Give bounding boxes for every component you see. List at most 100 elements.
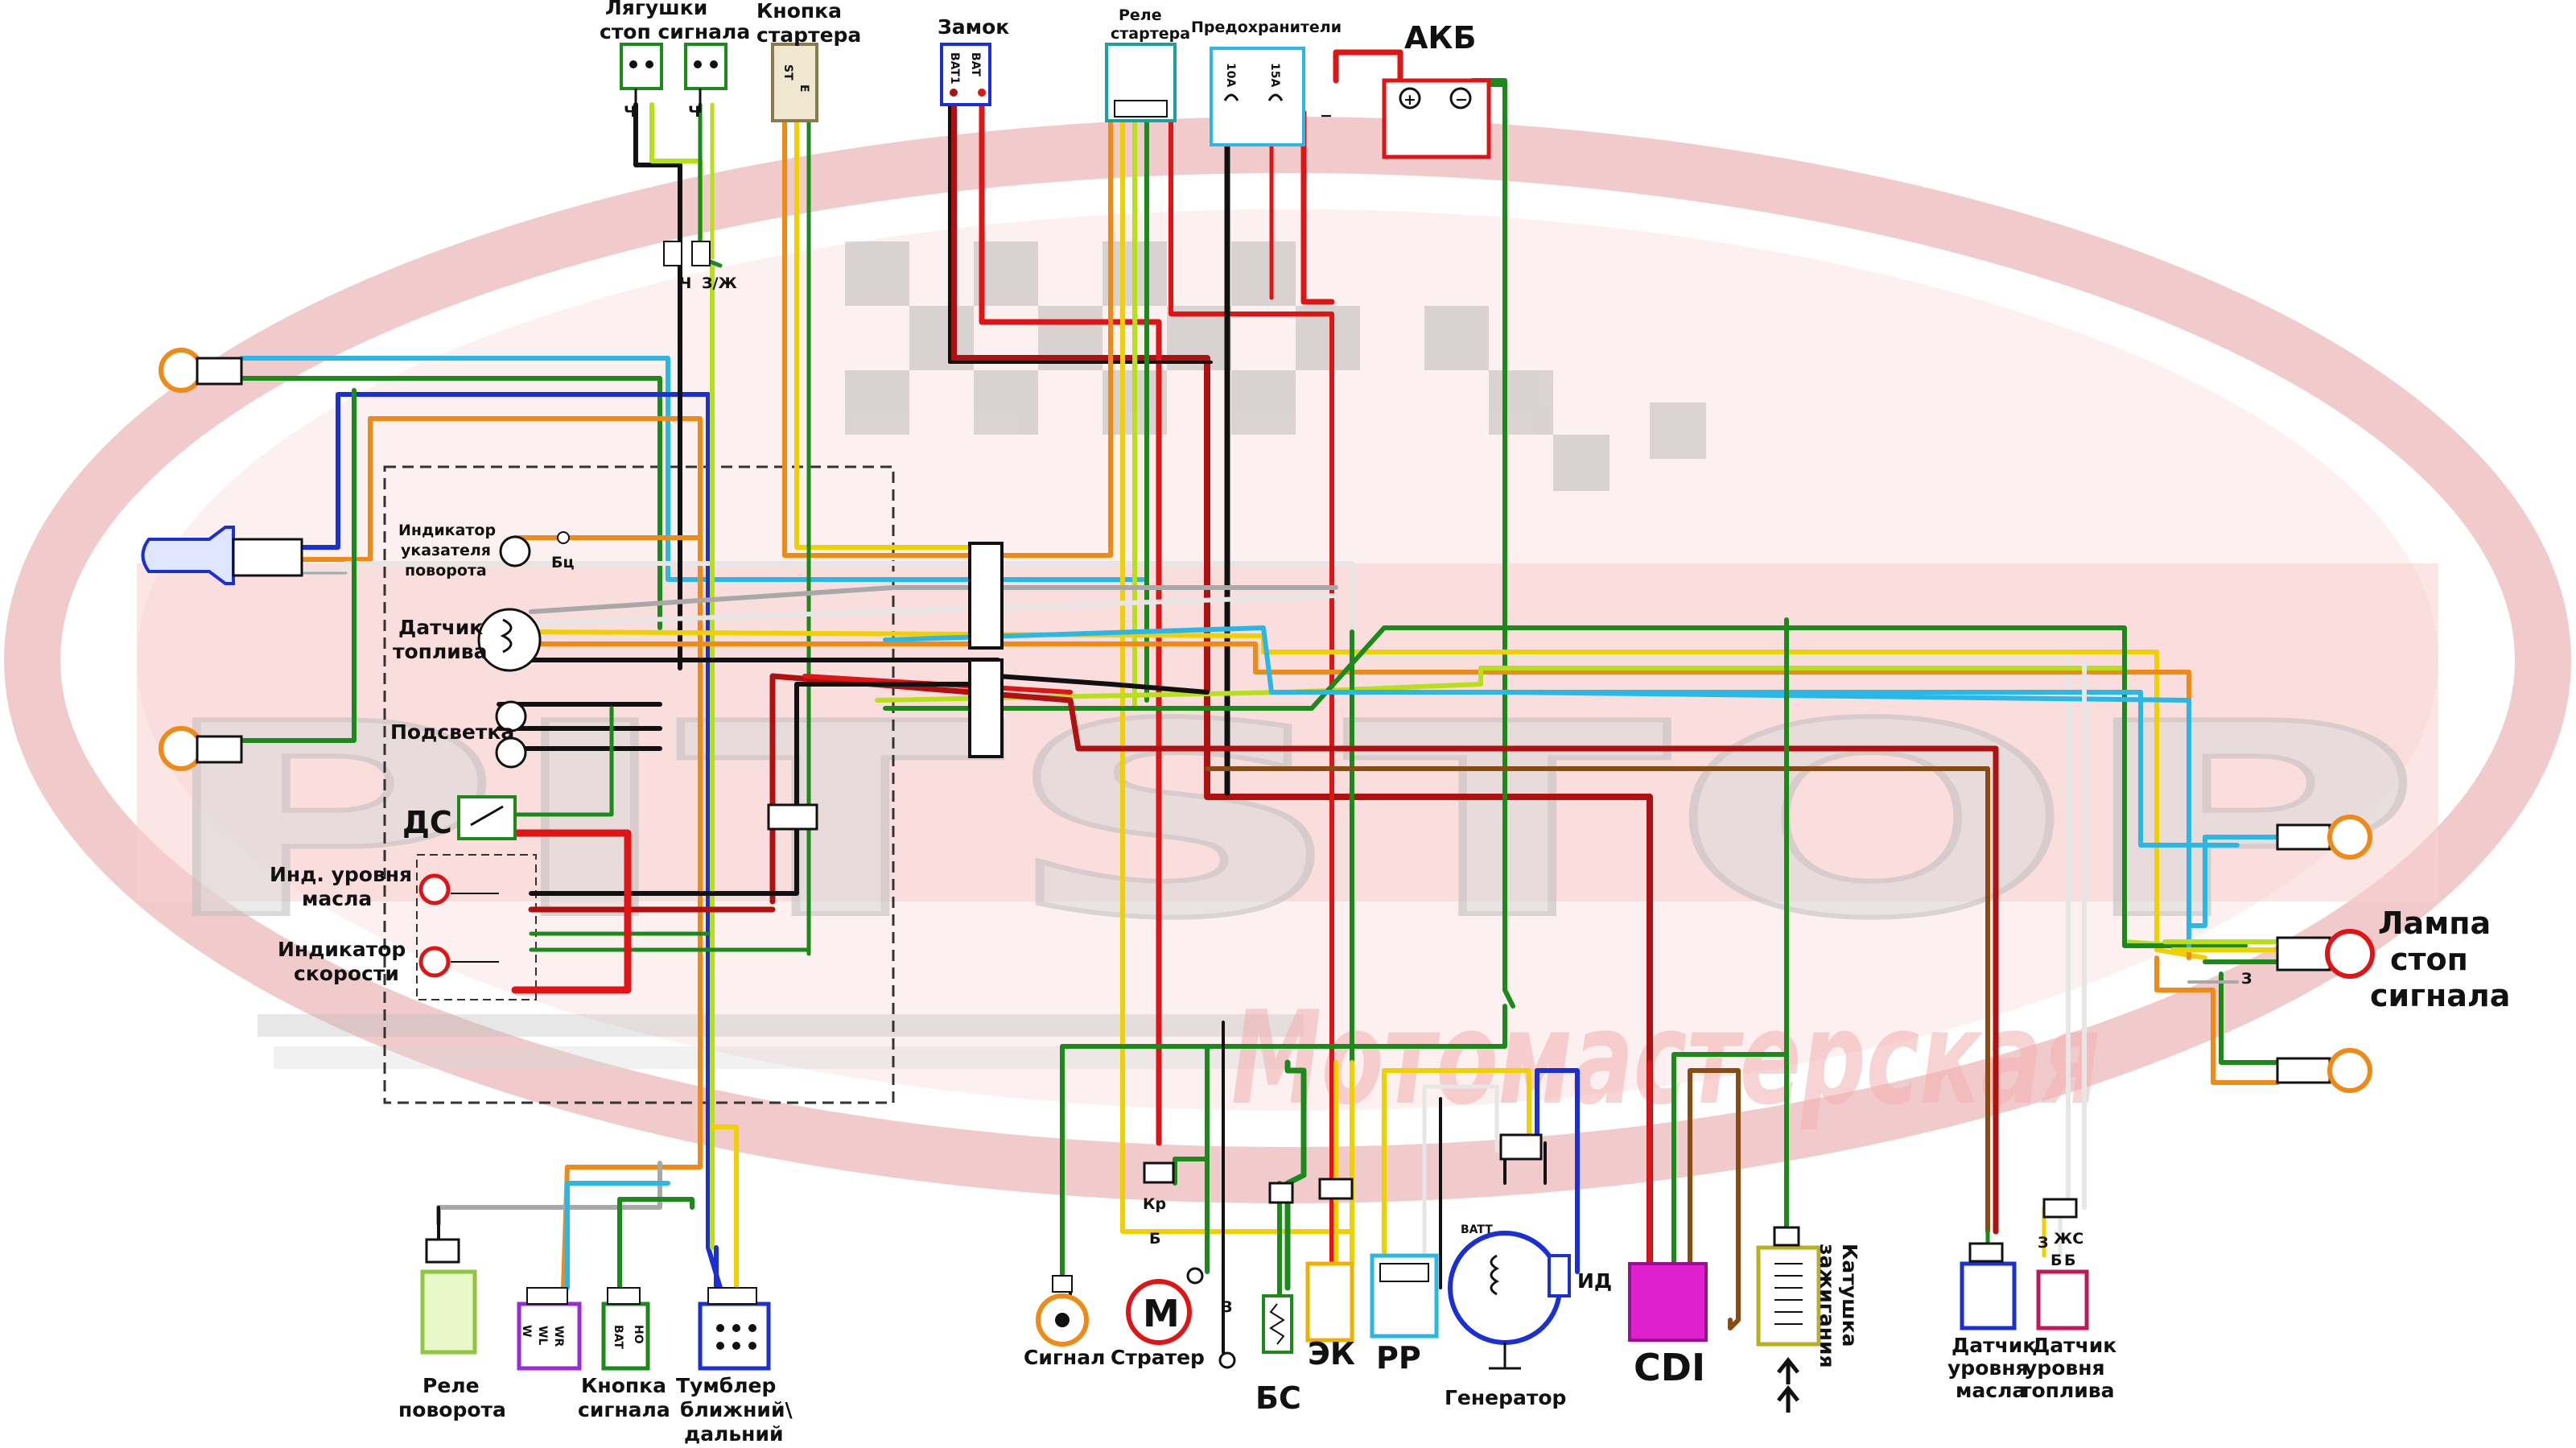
b-label: Б [1149,1230,1160,1248]
watermark-title: PITSTOP [153,667,2422,976]
starter-st-label: ST [781,64,794,80]
beam-switch-label-1: Тумблер [676,1374,776,1397]
ho-label: HO [632,1325,645,1344]
starter-label: Стратер [1111,1346,1205,1369]
fuel-level-sensor: З ЖС Б Б [2036,1198,2089,1330]
headlight [141,526,303,585]
horn-button-left: W WL WR [517,1287,582,1371]
stop-switch-ch2-label: Ч [688,103,700,121]
starter-m-label: M [1143,1292,1180,1335]
wr-label: WR [552,1326,565,1347]
turn-indicator-label-2: указателя [401,542,491,559]
stop-switch-ch-label: Ч [624,103,636,121]
bat2-label: BAT [612,1325,624,1349]
beam-switch-label-2: ближний\ [680,1398,793,1421]
wire-ch-label: Ч [679,274,691,292]
rr-label: РР [1376,1340,1421,1376]
battery-plus: + [1403,91,1416,109]
fuel-gauge [477,608,542,672]
ignition-coil-label-1: Катушка [1838,1244,1861,1347]
lock-label: Замок [938,15,1009,39]
turn-relay-label-2: поворота [398,1398,506,1421]
fuel-sensor-label-1: Датчик [2032,1334,2116,1357]
bs-label: БС [1255,1380,1301,1416]
b1-label: Б [2050,1252,2062,1269]
batt-label: BATT [1461,1223,1493,1236]
turn-indicator-lamp: Бц [499,531,575,571]
watermark-subtitle: Мотомастерская [1231,983,2100,1133]
oil-indicator-label-2: масла [302,887,372,910]
turn-relay [420,1238,477,1355]
starter-relay-label-2: стартера [1111,25,1190,43]
stop-switches-label-2: стоп сигнала [600,20,750,43]
backlight-lamps [495,700,527,769]
brake-lamp-label-2: стоп [2390,942,2468,977]
lock-bat-label: BAT [969,52,982,76]
lock-bat1-label: BAT1 [948,52,961,85]
stop-switches-label-1: Лягушки [605,0,707,19]
speed-indicator-label-1: Индикатор [278,938,406,961]
generator-label: Генератор [1445,1386,1566,1409]
starter-relay-top [1105,43,1177,122]
starter-button-top: ST E [771,43,818,122]
bs-switch: З [1218,1182,1294,1369]
rear-left-turn-light [159,726,243,771]
starter-e-label: E [798,85,810,93]
oil-sensor-label-1: Датчик [1952,1334,2036,1357]
brake-lamp-label-1: Лампа [2378,906,2491,941]
rr-regulator [1370,1253,1439,1339]
bc-label: Бц [551,554,575,571]
cdi-label: CDI [1634,1346,1705,1389]
kr-label: Кр [1143,1195,1166,1213]
ek-unit [1305,1178,1354,1343]
z-right-label: З [2038,1234,2049,1252]
horn-button-label-2: сигнала [578,1398,670,1421]
battery: + − АКБ [1382,20,1491,159]
oil-indicator-label-1: Инд. уровня [270,863,412,886]
brake-z-label: З [2241,970,2252,988]
harness-connector-a [767,542,1004,831]
turn-indicator-label-1: Индикатор [398,522,496,539]
backlight-label: Подсветка [390,720,514,744]
rear-right-turn-light [2276,815,2372,860]
id-label: ИД [1577,1269,1612,1293]
ek-label: ЭК [1308,1336,1355,1372]
rear-left-turn-light-right [2276,1048,2372,1093]
horn [1036,1275,1089,1347]
fuel-sensor-label-3: топлива [2020,1379,2114,1402]
fuel-sensor-label-2: уровня [2024,1356,2105,1380]
ignition-coil-label-2: зажигания [1816,1244,1839,1368]
starter-relay-label-1: Реле [1119,6,1162,24]
horn-label: Сигнал [1024,1346,1105,1369]
stop-switches: Ч Ч Ч З/Ж [620,43,737,292]
instrument-panel-outline [383,465,895,1104]
fuse-box: 10A 15A − [1210,47,1333,146]
starter-button-label-1: Кнопка [756,0,842,23]
battery-minus: − [1455,91,1468,109]
brake-lamp: З [2241,929,2375,988]
oil-sensor-label-2: уровня [1947,1356,2029,1380]
beam-switch-label-3: дальний [684,1422,784,1446]
fuse-10a-label: 10A [1224,63,1237,87]
wire-zh-label: З/Ж [702,274,737,292]
z-label: З [1222,1298,1233,1316]
indicator-group-outline [416,854,537,1000]
fuel-gauge-label-2: топлива [393,640,487,663]
oil-indicator-lamp [418,873,499,906]
zhs-label: ЖС [2054,1230,2083,1248]
starter-button-label-2: стартера [756,23,861,47]
brake-lamp-label-3: сигнала [2370,978,2510,1013]
ds-label: ДС [402,805,452,840]
starter-motor: M Кр Б [1126,1161,1204,1345]
speed-indicator-lamp [418,946,499,978]
turn-relay-label-1: Реле [422,1374,480,1397]
fuel-gauge-label-1: Датчик [398,616,483,639]
wl-label: WL [536,1326,549,1345]
beam-switch [698,1287,771,1371]
ignition-coil [1756,1226,1821,1413]
turn-indicator-label-3: поворота [405,562,487,580]
oil-level-sensor [1960,1242,2017,1330]
ds-switch [457,795,517,840]
w-label: W [520,1325,533,1337]
